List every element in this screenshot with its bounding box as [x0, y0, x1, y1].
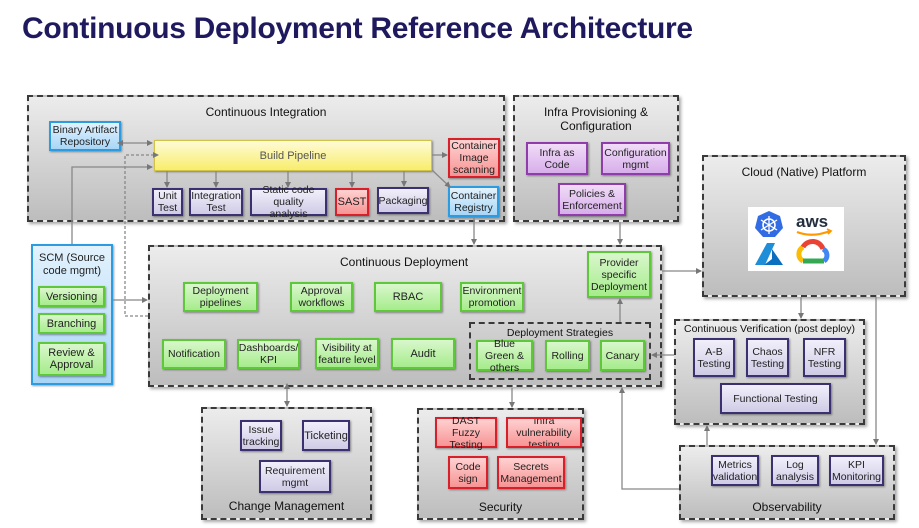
group-label: Continuous Integration [205, 105, 327, 119]
container-registry[interactable]: Container Registry [448, 186, 499, 217]
approval-workflows[interactable]: Approval workflows [290, 282, 353, 312]
strategy-rolling[interactable]: Rolling [545, 340, 590, 371]
provider-specific-deployment[interactable]: Provider specific Deployment [587, 251, 651, 298]
scm-versioning[interactable]: Versioning [38, 286, 105, 307]
group-label: Change Management [228, 499, 345, 513]
cloud-provider-logos: aws [748, 207, 844, 271]
ci-step-integration-test[interactable]: Integration Test [189, 188, 243, 216]
scm-review-approval[interactable]: Review & Approval [38, 342, 105, 376]
cloud-native-platform-group: Cloud (Native) Platform [702, 155, 906, 297]
ci-step-static-code-quality[interactable]: Static code quality analysis [250, 184, 327, 220]
strategy-canary[interactable]: Canary [600, 340, 645, 371]
dashboards-kpi[interactable]: Dashboards/ KPI [237, 339, 300, 369]
metrics-validation[interactable]: Metrics validation [711, 455, 759, 486]
notification[interactable]: Notification [162, 339, 226, 369]
page-title: Continuous Deployment Reference Architec… [22, 12, 693, 45]
connector-observability-cd [619, 387, 679, 490]
visibility-feature-level[interactable]: Visibility at feature level [315, 338, 379, 369]
requirement-mgmt[interactable]: Requirement mgmt [259, 460, 331, 493]
policies-enforcement[interactable]: Policies & Enforcement [558, 183, 626, 216]
binary-artifact-repository[interactable]: Binary Artifact Repository [49, 121, 121, 151]
group-label: Security [478, 500, 523, 514]
group-label: Deployment Strategies [506, 327, 614, 339]
group-label: Observability [752, 500, 822, 514]
nfr-testing[interactable]: NFR Testing [803, 338, 846, 377]
configuration-mgmt[interactable]: Configuration mgmt [601, 142, 670, 175]
environment-promotion[interactable]: Environment promotion [460, 282, 524, 312]
strategy-blue-green[interactable]: Blue Green & others [476, 338, 533, 374]
build-pipeline[interactable]: Build Pipeline [154, 140, 432, 171]
infra-vulnerability-testing[interactable]: Infra vulnerability testing [506, 417, 582, 448]
audit[interactable]: Audit [391, 338, 455, 369]
ci-step-sast[interactable]: SAST [335, 188, 369, 216]
container-image-scanning[interactable]: Container Image scanning [448, 138, 500, 178]
scm-label: SCM (Source code mgmt) [38, 252, 106, 277]
functional-testing[interactable]: Functional Testing [720, 383, 831, 414]
aws-logo: aws [796, 212, 833, 236]
issue-tracking[interactable]: Issue tracking [240, 420, 282, 451]
svg-text:aws: aws [796, 212, 828, 231]
group-label: Infra Provisioning & Configuration [543, 105, 649, 133]
group-label: Continuous Deployment [340, 255, 469, 269]
code-sign[interactable]: Code sign [448, 456, 488, 489]
deployment-strategies-group: Deployment Strategies [469, 322, 651, 380]
scm-branching[interactable]: Branching [38, 313, 105, 334]
kubernetes-logo [755, 211, 783, 237]
ci-step-unit-test[interactable]: Unit Test [152, 188, 183, 216]
google-cloud-logo [796, 239, 830, 264]
ticketing[interactable]: Ticketing [302, 420, 350, 451]
deployment-pipelines[interactable]: Deployment pipelines [183, 282, 258, 312]
dast-fuzzy-testing[interactable]: DAST Fuzzy Testing [435, 415, 497, 451]
secrets-management[interactable]: Secrets Management [497, 456, 565, 489]
group-label: Continuous Verification (post deploy) [683, 323, 855, 335]
rbac[interactable]: RBAC [374, 282, 442, 312]
ci-step-packaging[interactable]: Packaging [377, 187, 429, 214]
chaos-testing[interactable]: Chaos Testing [746, 338, 789, 377]
azure-logo [755, 243, 783, 265]
infra-as-code[interactable]: Infra as Code [526, 142, 588, 175]
log-analysis[interactable]: Log analysis [771, 455, 819, 486]
kpi-monitoring[interactable]: KPI Monitoring [829, 455, 884, 486]
group-label: Cloud (Native) Platform [741, 165, 867, 179]
ab-testing[interactable]: A-B Testing [693, 338, 735, 377]
